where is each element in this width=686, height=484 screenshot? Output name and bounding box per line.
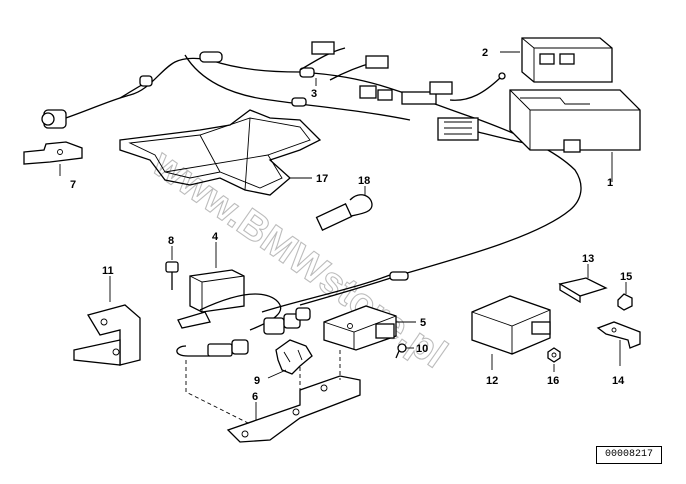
label-15: 15 bbox=[620, 271, 632, 283]
label-13: 13 bbox=[582, 253, 594, 265]
part-14-bracket[interactable] bbox=[596, 321, 641, 366]
label-4: 4 bbox=[212, 231, 219, 243]
part-12-module[interactable] bbox=[471, 295, 551, 370]
part-15-clip[interactable] bbox=[617, 282, 633, 311]
label-5: 5 bbox=[420, 317, 426, 329]
part-17-loom-frame[interactable] bbox=[119, 109, 322, 196]
label-11: 11 bbox=[102, 265, 114, 277]
part-9-clip[interactable] bbox=[267, 339, 313, 379]
watermark-text: www.BMWstore.pl bbox=[144, 141, 455, 377]
part-11-bracket[interactable] bbox=[73, 276, 141, 366]
part-6-mounting-plate[interactable] bbox=[185, 350, 361, 443]
label-10: 10 bbox=[416, 343, 428, 355]
part-16-nut[interactable] bbox=[547, 347, 561, 372]
part-2-module[interactable] bbox=[500, 37, 613, 83]
part-13-pad[interactable] bbox=[558, 264, 608, 304]
label-18: 18 bbox=[358, 175, 370, 187]
watermark: www.BMWstore.pl bbox=[143, 140, 455, 377]
label-17: 17 bbox=[316, 173, 328, 185]
label-1: 1 bbox=[607, 177, 613, 189]
label-2: 2 bbox=[482, 47, 488, 59]
part-3-wiring-harness[interactable] bbox=[41, 41, 582, 313]
label-7: 7 bbox=[70, 179, 76, 191]
label-8: 8 bbox=[168, 235, 174, 247]
part-18-sensor[interactable] bbox=[315, 186, 373, 231]
label-12: 12 bbox=[486, 375, 498, 387]
label-6: 6 bbox=[252, 391, 258, 403]
part-4-relay[interactable] bbox=[177, 242, 245, 329]
label-9: 9 bbox=[254, 375, 260, 387]
label-14: 14 bbox=[612, 375, 625, 387]
callout-labels: 1 2 3 4 5 6 7 8 9 10 11 12 13 14 15 16 1… bbox=[70, 47, 632, 403]
part-5-control-box[interactable] bbox=[323, 305, 416, 351]
sensor-cable[interactable] bbox=[176, 293, 311, 357]
part-8-screw[interactable] bbox=[165, 246, 179, 290]
part-10-screw[interactable] bbox=[395, 343, 414, 359]
part-7-bracket[interactable] bbox=[23, 141, 83, 176]
part-1-control-unit[interactable] bbox=[509, 89, 641, 182]
label-3: 3 bbox=[311, 88, 317, 100]
label-16: 16 bbox=[547, 375, 559, 387]
diagram-reference-number: 00008217 bbox=[596, 446, 662, 464]
